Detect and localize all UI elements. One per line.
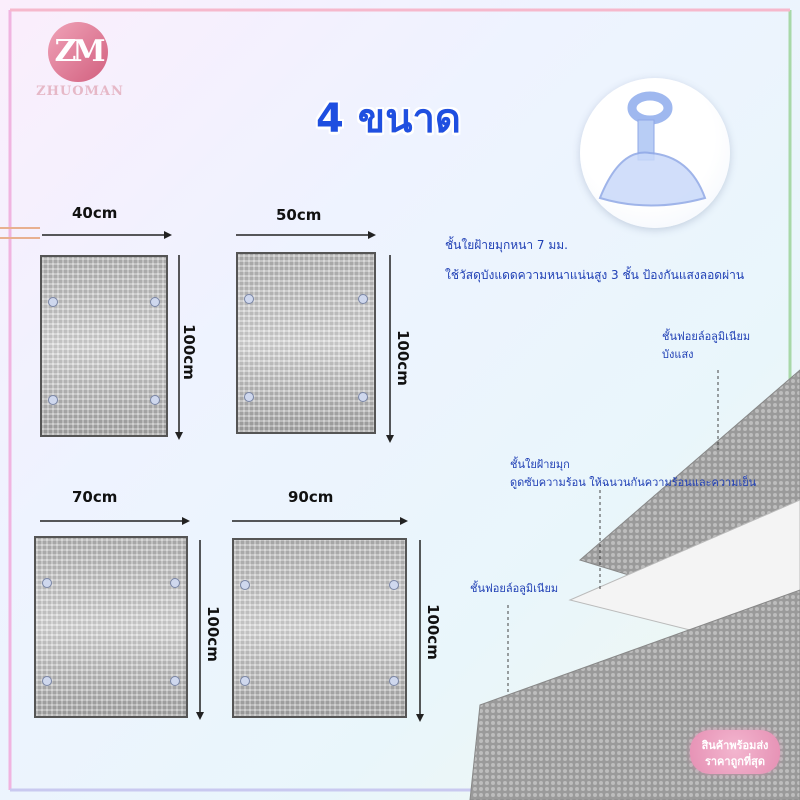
badge-line-1: สินค้าพร้อมส่ง bbox=[701, 739, 769, 752]
panel-90cm bbox=[232, 538, 407, 718]
suction-cup-icon bbox=[598, 91, 707, 207]
height-arrow-3 bbox=[196, 540, 204, 720]
note-material: ใช้วัสดุบังแดดความหนาแน่นสูง 3 ชั้น ป้อง… bbox=[445, 268, 745, 282]
width-arrow-4 bbox=[232, 517, 408, 525]
logo-mark: ZM bbox=[48, 22, 108, 82]
height-label-2: 100cm bbox=[394, 330, 412, 386]
width-label-3: 70cm bbox=[72, 488, 118, 506]
height-label-1: 100cm bbox=[180, 324, 198, 380]
height-arrow-4 bbox=[416, 540, 424, 722]
height-arrow-1 bbox=[175, 255, 183, 440]
panel-70cm bbox=[34, 536, 188, 718]
width-label-1: 40cm bbox=[72, 204, 118, 222]
layer-top-line-1: ชั้นฟอยล์อลูมิเนียม bbox=[662, 330, 751, 343]
panel-50cm bbox=[236, 252, 376, 434]
layer-middle-line-2: ดูดซับความร้อน ให้ฉนวนกันความร้อนและความ… bbox=[510, 476, 757, 489]
layer-label-bottom: ชั้นฟอยล์อลูมิเนียม bbox=[470, 580, 558, 598]
height-label-3: 100cm bbox=[204, 606, 222, 662]
width-label-2: 50cm bbox=[276, 206, 322, 224]
layer-label-top: ชั้นฟอยล์อลูมิเนียม บังแสง bbox=[662, 328, 750, 364]
panel-40cm bbox=[40, 255, 168, 437]
layer-label-middle: ชั้นใยฝ้ายมุก ดูดซับความร้อน ให้ฉนวนกันค… bbox=[510, 456, 756, 492]
page-title: 4 ขนาด bbox=[316, 96, 461, 142]
badge-line-2: ราคาถูกที่สุด bbox=[704, 755, 766, 768]
width-arrow-3 bbox=[40, 517, 190, 525]
brand-logo: ZM ZHUOMAN bbox=[30, 22, 130, 102]
logo-text: ZHUOMAN bbox=[36, 84, 124, 99]
note-thickness: ชั้นใยฝ้ายมุกหนา 7 มม. bbox=[445, 238, 568, 252]
width-label-4: 90cm bbox=[288, 488, 334, 506]
width-arrow-1 bbox=[42, 231, 172, 239]
layer-top-line-2: บังแสง bbox=[662, 348, 694, 361]
suction-cup-image bbox=[580, 78, 730, 228]
height-label-4: 100cm bbox=[424, 604, 442, 660]
layer-diagram bbox=[469, 369, 800, 800]
width-arrow-2 bbox=[236, 231, 376, 239]
height-arrow-2 bbox=[386, 255, 394, 443]
layer-bottom-line-1: ชั้นฟอยล์อลูมิเนียม bbox=[470, 582, 559, 595]
logo-letters: ZM bbox=[54, 34, 105, 69]
layer-middle-line-1: ชั้นใยฝ้ายมุก bbox=[510, 458, 570, 471]
ready-to-ship-badge: สินค้าพร้อมส่ง ราคาถูกที่สุด bbox=[690, 730, 780, 774]
